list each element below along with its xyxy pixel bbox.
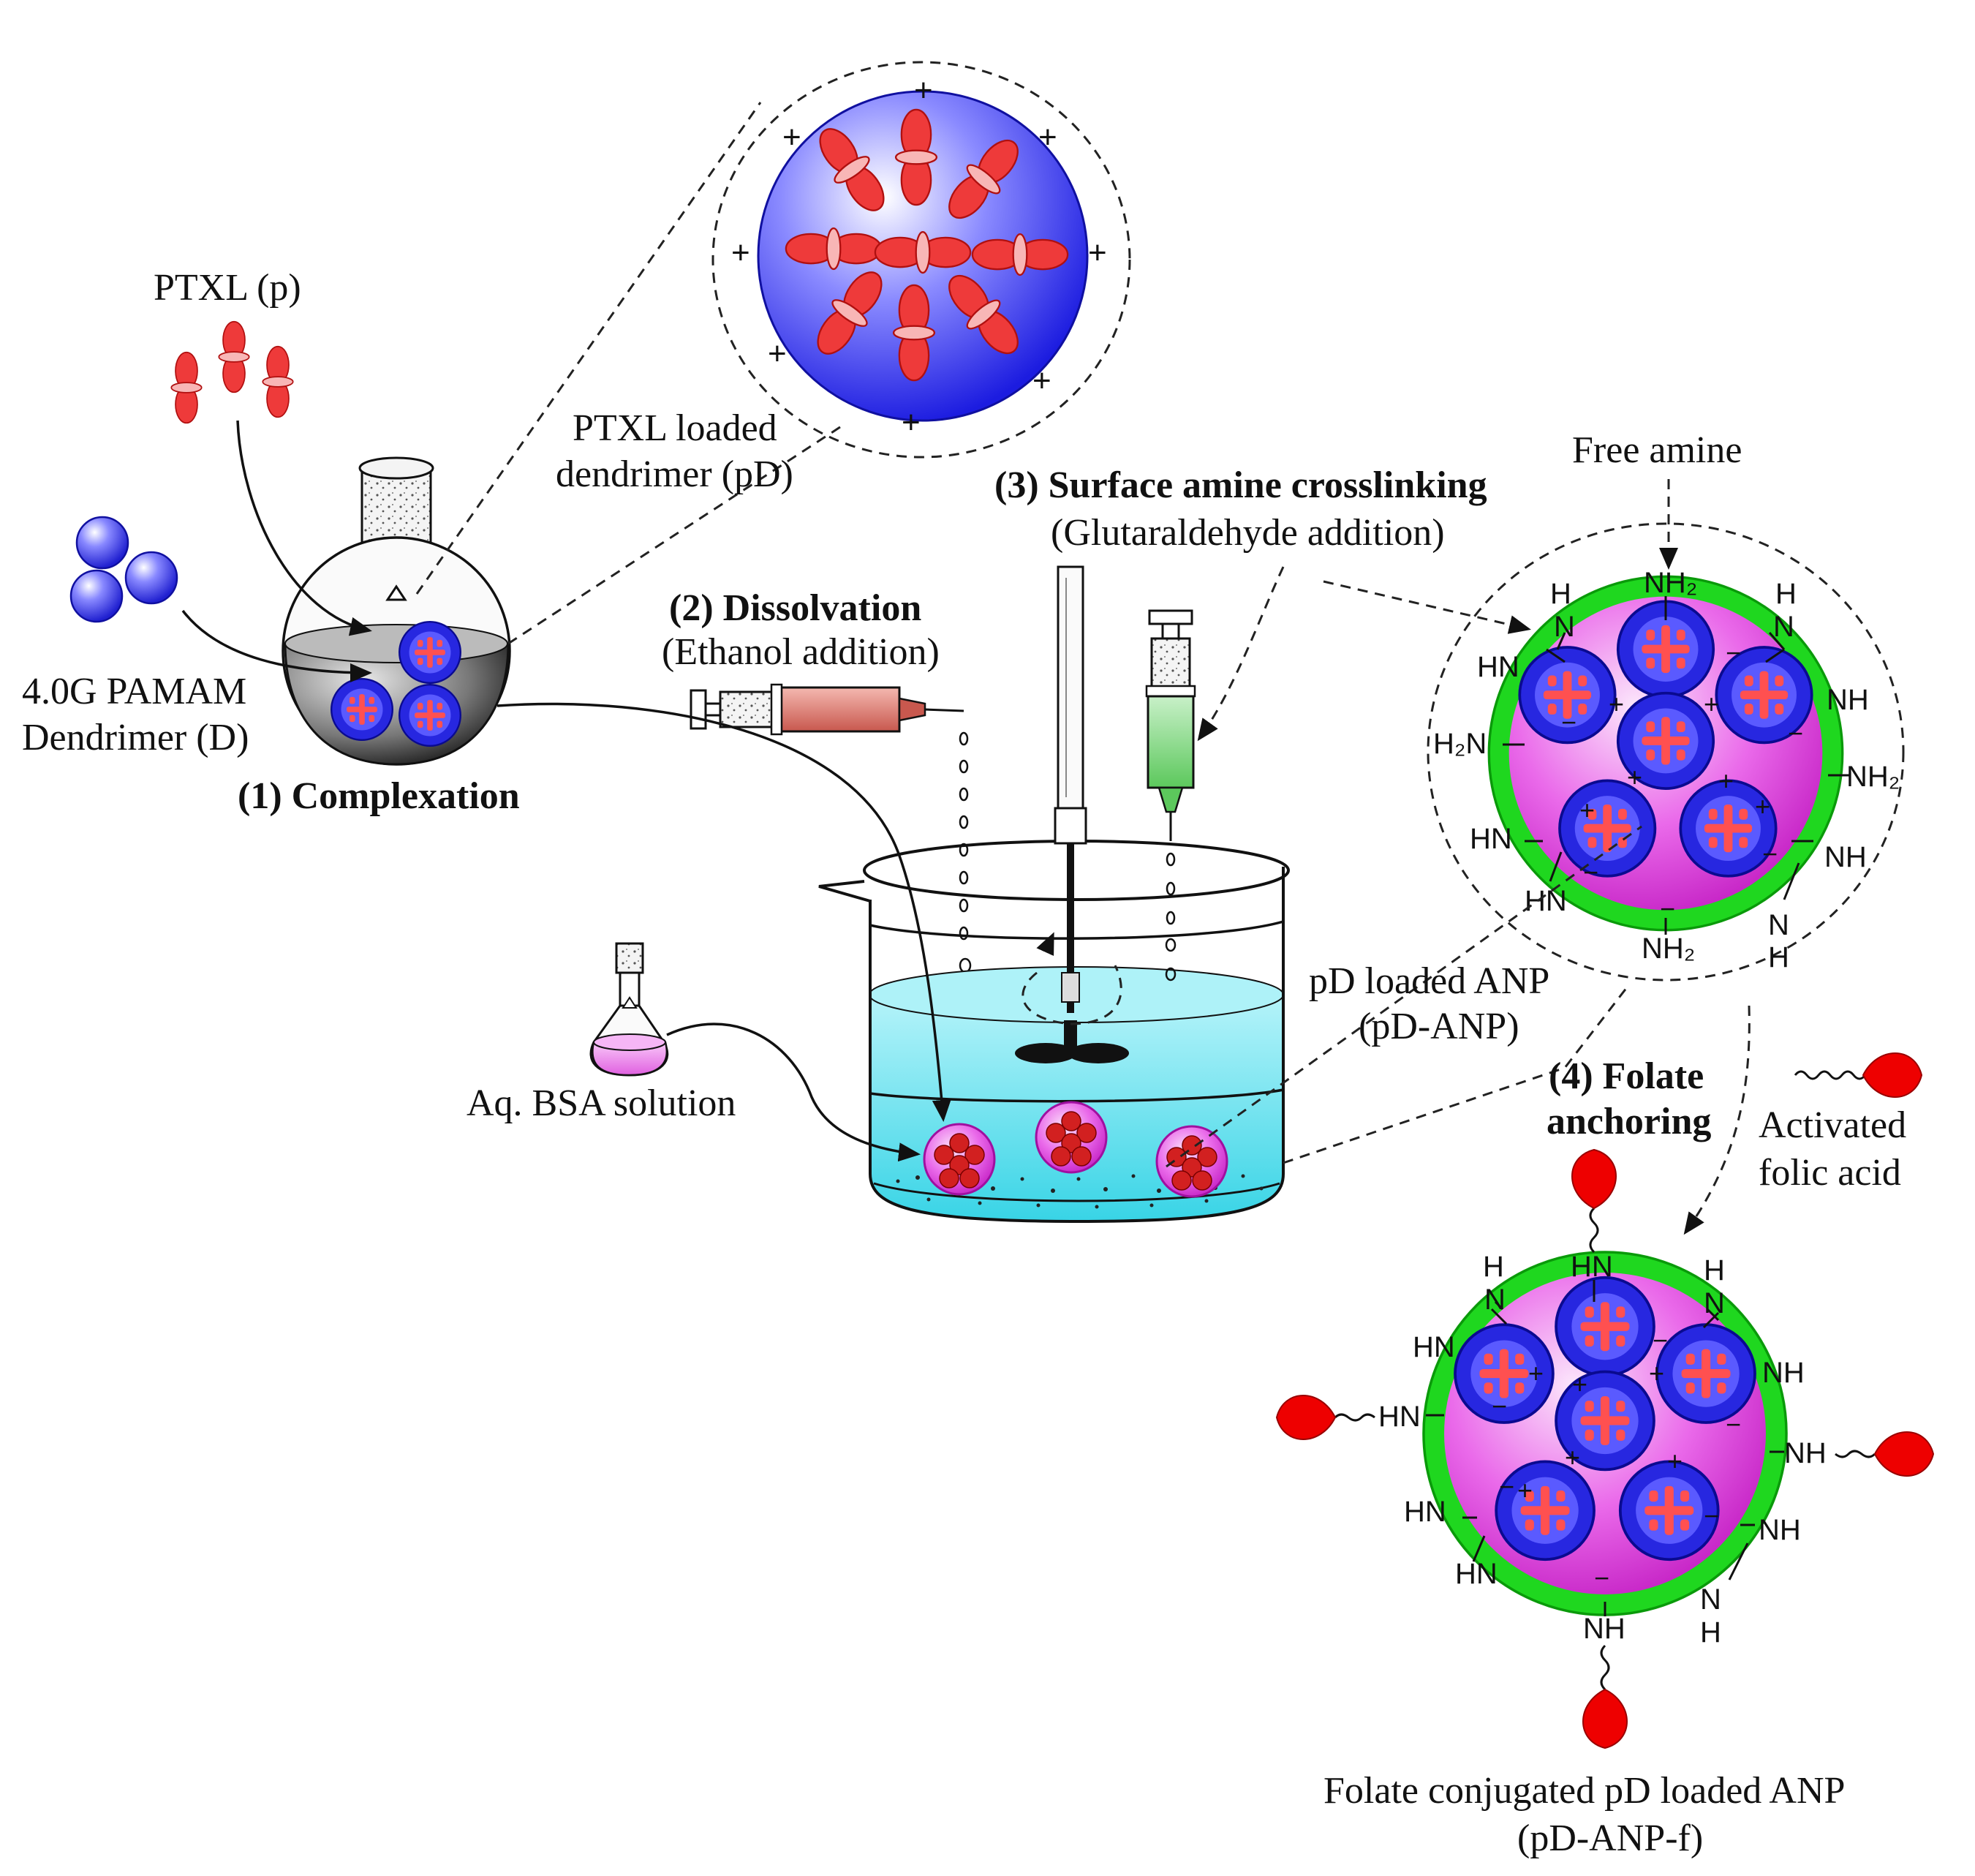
final-label-line2: (pD-ANP-f) [1517,1817,1703,1859]
svg-text:+: + [1517,1475,1533,1505]
glutaraldehyde-drops [1165,852,1177,982]
svg-text:H: H [1768,941,1789,973]
svg-text:HN: HN [1404,1496,1446,1528]
svg-text:+: + [1649,1358,1664,1388]
svg-text:−: − [1762,839,1778,869]
svg-text:+: + [1528,1358,1544,1388]
pamam-label-line2: Dendrimer (D) [22,717,249,758]
pd-label-line1: PTXL loaded [573,407,777,449]
svg-text:+: + [1038,119,1057,155]
pamam-dendrimer-balls [69,516,178,623]
syringe-ethanol-icon [690,683,964,736]
beaker-icon [818,840,1290,1224]
svg-text:−: − [1653,1325,1668,1355]
bsa-label: Aq. BSA solution [467,1082,736,1124]
folic-label-line1: Activated [1759,1104,1906,1146]
svg-text:−: − [1499,1472,1514,1502]
round-bottom-flask-icon [282,456,511,766]
svg-text:+: + [1032,363,1051,399]
pd-anp-zoom: ++ ++ ++ −− −− −− H N HN NH₂ H [1427,522,1905,982]
pamam-label-line1: 4.0G PAMAM [22,671,246,712]
svg-text:+: + [1704,689,1719,719]
anp-label-line1: pD loaded ANP [1309,960,1549,1002]
step4-line1: (4) Folate [1549,1055,1704,1097]
svg-text:H₂N: H₂N [1433,728,1487,760]
svg-text:NH₂: NH₂ [1642,933,1695,965]
step4-line2: anchoring [1547,1101,1711,1142]
svg-text:NH: NH [1762,1357,1805,1389]
svg-text:NH: NH [1759,1514,1801,1546]
svg-text:N: N [1773,611,1794,643]
svg-text:−: − [1561,707,1576,737]
svg-text:+: + [1579,795,1595,825]
svg-text:H: H [1483,1251,1504,1283]
svg-text:−: − [1726,1409,1741,1439]
stirrer-icon [1015,565,1129,1063]
svg-text:+: + [1627,762,1642,792]
syringe-glutaraldehyde-icon [1145,609,1196,841]
svg-text:N: N [1768,909,1789,941]
svg-text:−: − [1788,718,1803,748]
svg-text:H: H [1704,1254,1725,1287]
step2-title: (2) Dissolvation [669,587,921,629]
svg-text:+: + [902,404,921,440]
svg-text:+: + [1667,1446,1683,1476]
folic-label-line2: folic acid [1759,1152,1901,1194]
svg-text:HN: HN [1477,651,1519,683]
svg-text:N: N [1484,1284,1506,1316]
svg-text:H: H [1700,1616,1721,1649]
svg-text:N: N [1554,611,1575,643]
svg-text:N: N [1704,1287,1725,1319]
ptxl-molecules [170,320,294,424]
bsa-flask-icon [589,942,669,1077]
step3-subtitle: (Glutaraldehyde addition) [1051,512,1445,554]
svg-text:H: H [1550,578,1571,610]
svg-text:HN: HN [1571,1251,1613,1283]
svg-text:+: + [914,72,933,108]
svg-text:NH: NH [1824,841,1867,873]
svg-text:−: − [1660,894,1675,924]
svg-text:−: − [1594,1563,1609,1593]
folate-conjugated-anp: ++ ++ ++ −− −− −− HN H N HN H [1276,1149,1934,1749]
svg-text:HN: HN [1378,1401,1421,1433]
svg-text:NH: NH [1583,1613,1625,1645]
svg-text:HN: HN [1525,885,1567,917]
svg-text:+: + [782,119,801,155]
ethanol-drops [959,731,973,1004]
step2-subtitle: (Ethanol addition) [662,631,940,673]
svg-text:−: − [1492,1391,1507,1421]
final-label-line1: Folate conjugated pD loaded ANP [1323,1770,1845,1812]
anp-label-line2: (pD-ANP) [1359,1006,1519,1047]
surface-charges: + + + + + + + + [731,72,1107,440]
svg-text:HN: HN [1455,1558,1498,1590]
svg-text:NH₂: NH₂ [1846,761,1900,793]
svg-text:+: + [1755,791,1770,821]
svg-text:HN: HN [1413,1331,1455,1363]
svg-text:+: + [1572,1369,1587,1399]
svg-text:N: N [1700,1583,1721,1616]
activated-folic-acid-icon [1794,1052,1922,1098]
svg-text:+: + [1565,1442,1580,1472]
svg-text:NH: NH [1827,684,1869,716]
step3-title: (3) Surface amine crosslinking [994,464,1487,506]
svg-text:+: + [1609,689,1624,719]
svg-text:+: + [731,235,750,271]
step1-label: (1) Complexation [238,775,520,817]
svg-text:H: H [1775,578,1797,610]
svg-text:+: + [768,336,787,372]
svg-text:HN: HN [1470,823,1512,855]
ptxl-label: PTXL (p) [154,267,301,309]
svg-text:+: + [1088,235,1107,271]
svg-text:NH₂: NH₂ [1644,567,1697,599]
svg-text:NH: NH [1784,1437,1827,1469]
ptxl-loaded-dendrimer-zoom [415,61,1131,645]
svg-text:−: − [1583,857,1598,887]
svg-text:−: − [1704,1501,1719,1531]
svg-text:−: − [1726,638,1741,668]
svg-text:+: + [1718,766,1734,796]
free-amine-label: Free amine [1572,429,1742,471]
pd-label-line2: dendrimer (pD) [556,453,793,495]
